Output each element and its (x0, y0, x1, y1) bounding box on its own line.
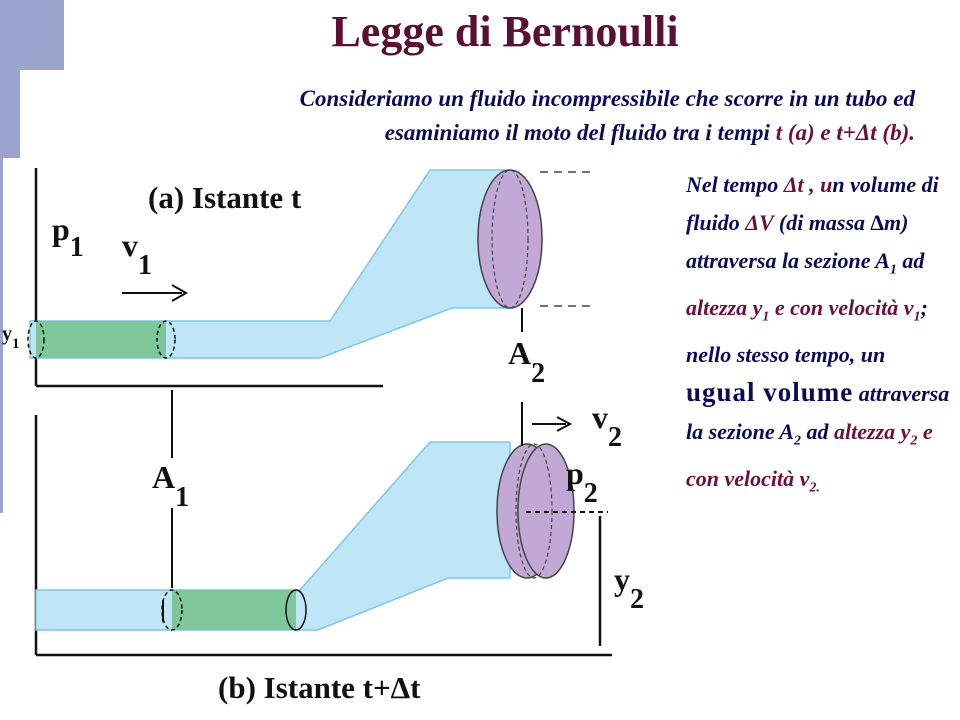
side-text-altezza-1: altezza y (686, 294, 763, 320)
section-a1-end (156, 320, 176, 359)
panel-a: (a) Istante t p1 v1 y1 A2 (2, 168, 592, 389)
side-text-3: n volume di fluido (686, 172, 939, 235)
label-v2: v2 (592, 399, 622, 453)
side-sub-y1: 1 (762, 309, 770, 325)
side-sub-v1: 1 (913, 309, 921, 325)
side-sub-a2: 2 (793, 432, 801, 448)
side-text-ugual-volume: ugual volume (686, 376, 854, 407)
intro-line-2: esaminiamo il moto del fluido tra i temp… (384, 120, 776, 145)
arrow-v2-head (556, 416, 573, 432)
side-text-1: Nel tempo (686, 172, 784, 197)
side-text-delta-t: Δt , u (783, 172, 833, 197)
panel-b: v2 p2 y2 (b) Istante t+Δt (34, 399, 644, 705)
disk-a2 (477, 169, 543, 309)
corner-decoration-left (0, 70, 20, 158)
pipe-b (35, 441, 511, 631)
side-text-delta-v: ΔV (745, 209, 774, 235)
slide-title: Legge di Bernoulli (331, 7, 679, 56)
caption-b: (b) Istante t+Δt (218, 670, 421, 705)
label-y2: y2 (614, 561, 644, 615)
label-A2: A2 (508, 335, 545, 389)
side-text-7: ad (896, 247, 925, 273)
side-sub-a1: 1 (889, 261, 897, 277)
side-text-14: attraversa la sezione A (686, 380, 950, 444)
side-text-altezza-2: altezza y (833, 418, 911, 444)
label-p1: p1 (52, 211, 84, 263)
intro-text: Consideriamo un fluido incompressibile c… (40, 82, 915, 150)
label-A1: A1 (152, 459, 189, 513)
disk-b2-inner (515, 443, 553, 579)
side-text-5: (di massa ∆m) attraversa la sezione A (686, 209, 909, 273)
side-explanation: Nel tempo Δt , un volume di fluido ΔV (d… (686, 166, 956, 507)
label-y1: y1 (2, 323, 20, 352)
fluid-volume-b (172, 590, 296, 630)
section-b1-end (285, 589, 307, 631)
intro-line-1: Consideriamo un fluido incompressibile c… (299, 86, 915, 111)
side-text-velocita-1: e con velocità v (769, 294, 914, 320)
side-sub-v2: 2. (809, 480, 820, 496)
section-a1-start (27, 320, 45, 359)
label-p2: p2 (566, 455, 598, 509)
caption-a: (a) Istante t (148, 180, 302, 215)
side-text-velocita-2: e con velocità v (686, 418, 933, 491)
arrow-v1-head (171, 284, 189, 302)
fluid-volume-a (36, 321, 166, 358)
left-edge-strip (0, 158, 3, 513)
side-text-16: ad (800, 418, 834, 444)
side-sub-y2: 2 (910, 432, 918, 448)
disk-a2-inner (491, 169, 529, 309)
side-text-12: ; nello stesso tempo, un (686, 294, 928, 367)
corner-decoration-top (0, 0, 64, 70)
intro-times: t (a) e t+Δt (b). (775, 120, 915, 145)
section-b1-start (161, 589, 183, 631)
label-v1: v1 (122, 227, 152, 281)
